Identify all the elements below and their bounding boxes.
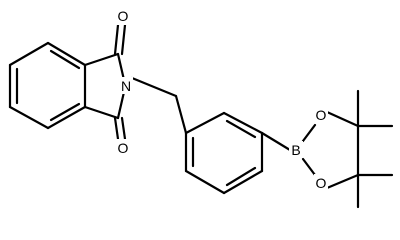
oxygen-label-bottom: O	[118, 140, 129, 156]
bond	[301, 157, 317, 177]
methyl-groups	[356, 89, 394, 209]
methylene-linker	[130, 76, 188, 135]
carbonyl-bond	[113, 116, 120, 141]
carbonyl-bond	[120, 116, 127, 141]
aromatic-inner-bond	[225, 166, 257, 187]
aromatic-inner-bond	[49, 49, 81, 70]
dioxaborolane-ring	[301, 110, 360, 190]
bond	[174, 94, 188, 135]
benzyl-benzene-ring	[184, 111, 264, 195]
oxygen-label-ring-bottom: O	[316, 175, 327, 191]
imide-ring	[83, 23, 127, 141]
bond	[46, 41, 87, 67]
bond	[83, 105, 120, 120]
oxygen-label-ring-top: O	[316, 107, 327, 123]
bond	[325, 110, 360, 128]
nitrogen-label: N	[121, 78, 131, 94]
bond	[8, 41, 50, 67]
bond	[83, 52, 120, 67]
bond	[130, 76, 178, 98]
aromatic-inner-bond	[225, 119, 257, 139]
aryl-boron-bond	[260, 131, 292, 152]
oxygen-label-top: O	[118, 8, 129, 24]
bond	[46, 105, 87, 130]
phthalimide-benzene-ring	[8, 41, 87, 130]
carbonyl-bond	[113, 23, 120, 56]
bond	[116, 52, 126, 82]
bond	[116, 90, 126, 120]
aromatic-inner-bond	[49, 102, 81, 122]
bond	[325, 173, 360, 190]
bond	[184, 169, 226, 195]
bond	[222, 111, 264, 135]
bond	[222, 169, 264, 195]
chemical-structure: O N O B O O	[8, 8, 394, 209]
bond	[184, 111, 226, 135]
carbonyl-bond	[120, 23, 127, 56]
atom-labels: O N O B O O	[116, 8, 328, 191]
boron-label: B	[291, 142, 300, 158]
bond	[8, 105, 50, 130]
bond	[301, 123, 317, 143]
